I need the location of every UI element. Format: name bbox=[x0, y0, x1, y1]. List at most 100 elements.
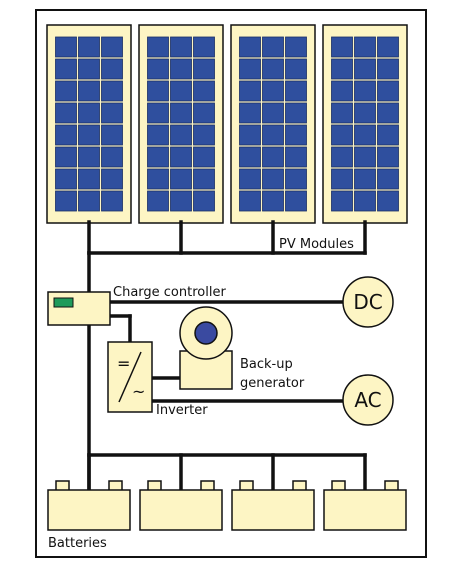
pv-cell bbox=[78, 190, 100, 212]
pv-cell bbox=[262, 58, 284, 80]
pv-cell bbox=[170, 80, 192, 102]
pv-cell bbox=[170, 168, 192, 190]
backup-generator bbox=[179, 306, 233, 390]
pv-cell bbox=[331, 102, 353, 124]
pv-cell bbox=[55, 124, 77, 146]
pv-cell bbox=[262, 146, 284, 168]
pv-cell bbox=[193, 102, 215, 124]
inverter-slash bbox=[118, 351, 142, 403]
pv-cell bbox=[78, 168, 100, 190]
pv-cell bbox=[331, 36, 353, 58]
pv-cell bbox=[55, 190, 77, 212]
pv-cell bbox=[78, 146, 100, 168]
pv-cell bbox=[101, 168, 123, 190]
pv-cell bbox=[78, 80, 100, 102]
pv-cell bbox=[377, 36, 399, 58]
outer-frame bbox=[35, 9, 427, 558]
generator-core bbox=[194, 321, 218, 345]
battery-body bbox=[47, 489, 131, 531]
pv-cell bbox=[377, 168, 399, 190]
pv-cell bbox=[285, 190, 307, 212]
wiring bbox=[87, 220, 367, 492]
ac-load-circle bbox=[342, 374, 394, 426]
pv-cell bbox=[193, 58, 215, 80]
pv-cell bbox=[285, 58, 307, 80]
pv-cell bbox=[147, 102, 169, 124]
pv-cell bbox=[262, 168, 284, 190]
pv-cell bbox=[354, 168, 376, 190]
pv-cell bbox=[193, 146, 215, 168]
pv-cell bbox=[377, 146, 399, 168]
batteries-group bbox=[47, 480, 407, 531]
pv-cell bbox=[354, 124, 376, 146]
pv-cell bbox=[331, 190, 353, 212]
battery-1 bbox=[47, 480, 131, 531]
pv-cell bbox=[55, 146, 77, 168]
pv-cell bbox=[285, 124, 307, 146]
pv-cell bbox=[78, 102, 100, 124]
charge-controller-box bbox=[47, 291, 111, 326]
pv-cell bbox=[354, 190, 376, 212]
pv-cell bbox=[285, 168, 307, 190]
inverter-label: Inverter bbox=[156, 403, 208, 418]
pv-cell bbox=[377, 124, 399, 146]
pv-cell bbox=[193, 124, 215, 146]
charge-controller-led bbox=[53, 297, 74, 308]
batteries-label: Batteries bbox=[48, 536, 107, 551]
pv-cell bbox=[354, 58, 376, 80]
inverter-symbol-ac: ~ bbox=[132, 382, 145, 401]
pv-cell bbox=[239, 168, 261, 190]
pv-cell bbox=[55, 36, 77, 58]
pv-cell bbox=[147, 124, 169, 146]
pv-cell bbox=[285, 80, 307, 102]
ac-label: AC bbox=[354, 388, 381, 412]
pv-cell bbox=[239, 80, 261, 102]
pv-cell bbox=[147, 58, 169, 80]
battery-body bbox=[139, 489, 223, 531]
pv-cell bbox=[101, 80, 123, 102]
dc-label: DC bbox=[353, 290, 382, 314]
inverter-symbol-dc: = bbox=[117, 354, 130, 373]
pv-cell bbox=[262, 124, 284, 146]
pv-cell bbox=[331, 168, 353, 190]
pv-cell bbox=[193, 168, 215, 190]
pv-cell bbox=[377, 58, 399, 80]
pv-cell bbox=[377, 102, 399, 124]
pv-cell bbox=[285, 36, 307, 58]
pv-cell bbox=[193, 36, 215, 58]
pv-cell bbox=[170, 58, 192, 80]
battery-3 bbox=[231, 480, 315, 531]
battery-2 bbox=[139, 480, 223, 531]
pv-cell bbox=[331, 80, 353, 102]
pv-module-frame bbox=[138, 24, 224, 224]
pv-module-4 bbox=[322, 24, 408, 224]
pv-cell bbox=[239, 146, 261, 168]
pv-module-frame bbox=[230, 24, 316, 224]
pv-cell bbox=[101, 58, 123, 80]
pv-modules-label: PV Modules bbox=[279, 237, 354, 252]
pv-cell bbox=[354, 80, 376, 102]
pv-module-1 bbox=[46, 24, 132, 224]
pv-cell bbox=[147, 168, 169, 190]
pv-cell bbox=[170, 36, 192, 58]
pv-cell bbox=[331, 58, 353, 80]
pv-cell bbox=[101, 124, 123, 146]
pv-cell bbox=[193, 190, 215, 212]
pv-cell bbox=[147, 146, 169, 168]
pv-cell bbox=[262, 102, 284, 124]
pv-module-3 bbox=[230, 24, 316, 224]
pv-cell bbox=[239, 36, 261, 58]
backup-generator-label-line2: generator bbox=[240, 376, 305, 391]
pv-cell bbox=[55, 58, 77, 80]
battery-body bbox=[231, 489, 315, 531]
pv-cell bbox=[239, 190, 261, 212]
pv-cell bbox=[239, 124, 261, 146]
pv-cell bbox=[354, 102, 376, 124]
pv-cell bbox=[354, 36, 376, 58]
charge-controller-label: Charge controller bbox=[113, 285, 226, 300]
pv-cell bbox=[78, 58, 100, 80]
pv-cell bbox=[78, 36, 100, 58]
pv-cell bbox=[331, 124, 353, 146]
